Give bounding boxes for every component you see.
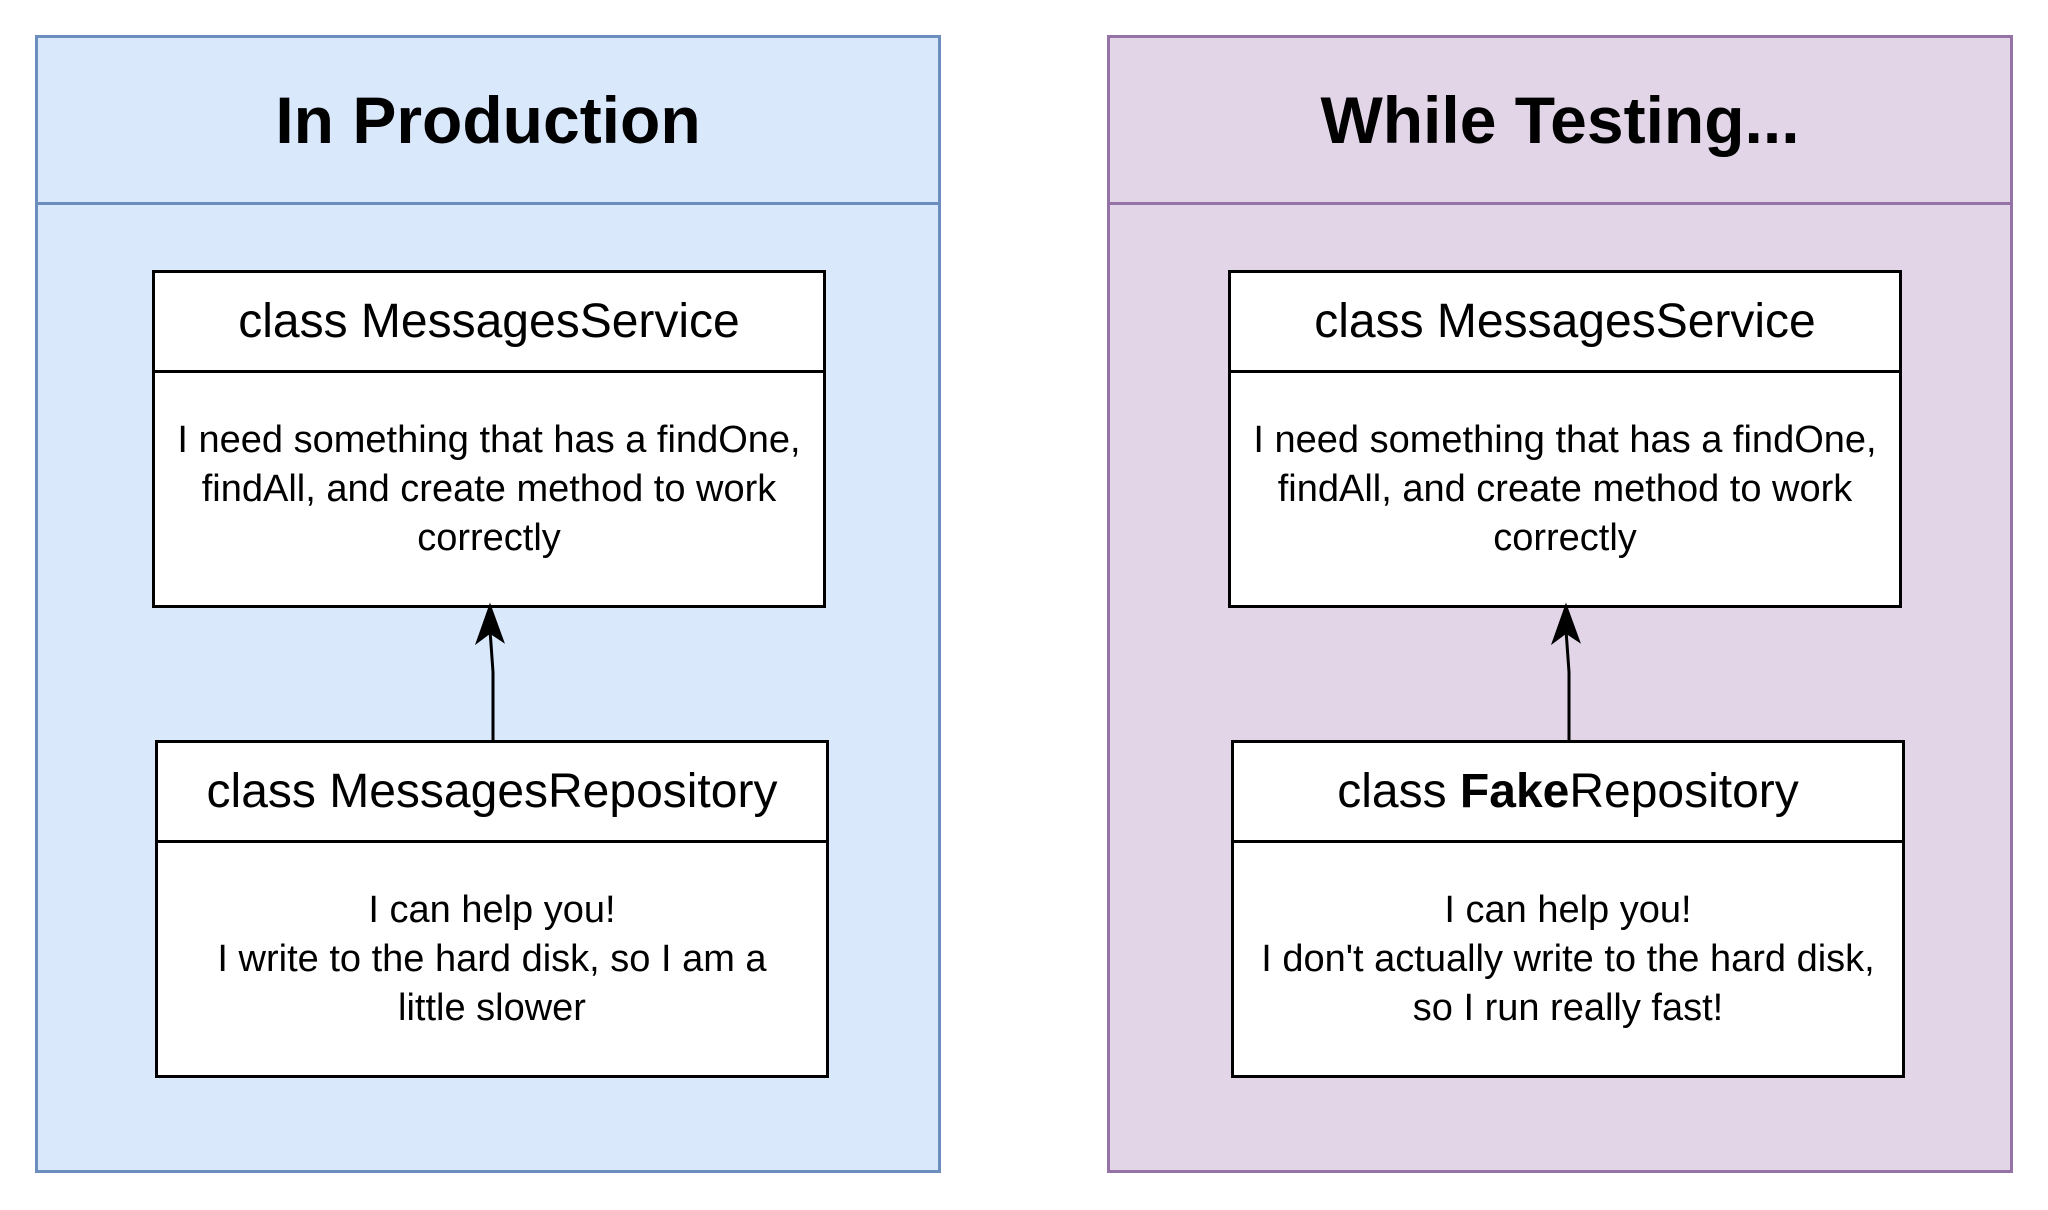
testing-repository-title-bold: Fake: [1459, 765, 1570, 818]
production-service-body: I need something that has a findOne, fin…: [155, 373, 823, 605]
production-service-line-3: correctly: [417, 516, 561, 559]
testing-service-box: class MessagesService I need something t…: [1228, 270, 1902, 608]
testing-service-line-1: I need something that has a findOne,: [1253, 418, 1877, 461]
production-service-line-1: I need something that has a findOne,: [177, 418, 801, 461]
production-repository-line-1: I can help you!: [368, 888, 616, 931]
testing-service-line-3: correctly: [1493, 516, 1637, 559]
testing-repository-title-suffix: Repository: [1569, 765, 1799, 818]
production-repository-line-3: little slower: [398, 986, 586, 1029]
production-panel-title: In Production: [38, 38, 938, 205]
testing-arrow: [1550, 602, 1581, 740]
production-arrow: [474, 602, 505, 740]
testing-repository-title-prefix: class: [1337, 765, 1460, 818]
testing-panel-title: While Testing...: [1110, 38, 2010, 205]
testing-repository-line-3: so I run really fast!: [1412, 986, 1724, 1029]
production-repository-line-2: I write to the hard disk, so I am a: [217, 937, 767, 980]
production-service-box: class MessagesService I need something t…: [152, 270, 826, 608]
testing-repository-body: I can help you! I don't actually write t…: [1234, 843, 1902, 1075]
production-repository-box: class MessagesRepository I can help you!…: [155, 740, 829, 1078]
production-service-line-2: findAll, and create method to work: [201, 467, 777, 510]
testing-service-title: class MessagesService: [1231, 273, 1899, 373]
testing-service-line-2: findAll, and create method to work: [1277, 467, 1853, 510]
production-service-title: class MessagesService: [155, 273, 823, 373]
testing-repository-line-1: I can help you!: [1444, 888, 1692, 931]
production-repository-body: I can help you! I write to the hard disk…: [158, 843, 826, 1075]
testing-service-body: I need something that has a findOne, fin…: [1231, 373, 1899, 605]
production-repository-title: class MessagesRepository: [158, 743, 826, 843]
testing-repository-line-2: I don't actually write to the hard disk,: [1261, 937, 1875, 980]
